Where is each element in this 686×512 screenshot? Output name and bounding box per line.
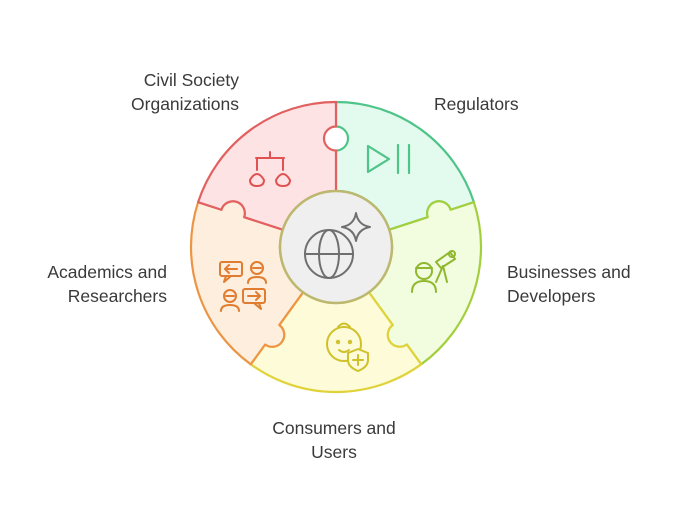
developer-telescope-icon bbox=[411, 250, 456, 293]
label-consumers-line2: Users bbox=[311, 442, 357, 462]
label-consumers-line1: Consumers and bbox=[272, 418, 396, 438]
globe-sparkle-icon bbox=[304, 212, 371, 279]
label-businesses: Businesses and Developers bbox=[507, 260, 631, 308]
label-civil-society-line1: Civil Society bbox=[143, 70, 239, 90]
label-businesses-line1: Businesses and bbox=[507, 262, 631, 282]
play-pause-icon bbox=[366, 143, 411, 175]
label-civil-society-line2: Organizations bbox=[131, 94, 239, 114]
label-regulators-line1: Regulators bbox=[434, 94, 519, 114]
balance-scale-icon bbox=[249, 151, 291, 187]
discussion-people-icon bbox=[219, 261, 267, 312]
label-consumers: Consumers and Users bbox=[234, 416, 434, 464]
label-academics-line1: Academics and bbox=[47, 262, 167, 282]
label-businesses-line2: Developers bbox=[507, 286, 596, 306]
label-regulators: Regulators bbox=[434, 92, 519, 116]
baby-shield-icon bbox=[326, 322, 369, 372]
label-civil-society: Civil Society Organizations bbox=[131, 68, 239, 116]
label-academics: Academics and Researchers bbox=[47, 260, 167, 308]
segment-civil bbox=[197, 100, 338, 231]
center-hub bbox=[278, 189, 394, 305]
label-academics-line2: Researchers bbox=[67, 286, 167, 306]
